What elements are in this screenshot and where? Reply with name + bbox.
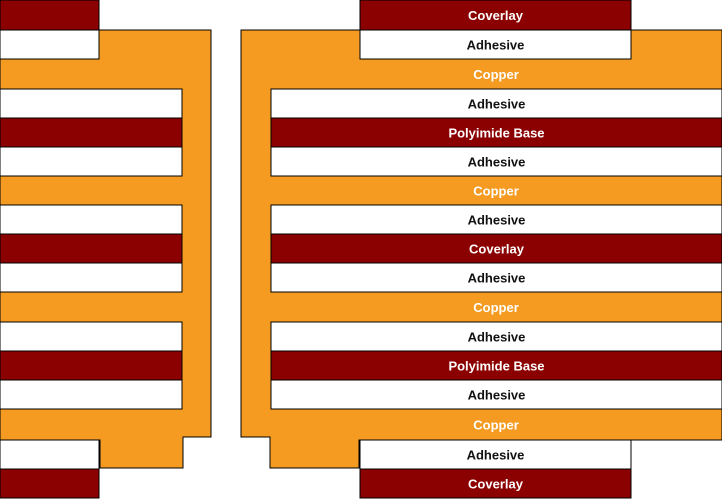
left-layer-column: [0, 0, 183, 499]
label-copper-2: Copper: [473, 67, 519, 82]
label-coverlay-8: Coverlay: [469, 242, 525, 257]
left-polyimide-base-2: [0, 350, 183, 381]
layer-adhesive-13: [270, 379, 722, 410]
left-adhesive-6: [0, 379, 183, 410]
left-adhesive-2: [0, 146, 183, 177]
layer-polyimide-base-4: [270, 117, 722, 148]
label-adhesive-11: Adhesive: [468, 330, 526, 345]
layer-adhesive-15: [359, 439, 632, 470]
left-adhesive-5: [0, 321, 183, 352]
label-adhesive-3: Adhesive: [468, 97, 526, 112]
label-polyimide-base-4: Polyimide Base: [448, 126, 544, 141]
layer-adhesive-7: [270, 204, 722, 235]
left-adhesive-4: [0, 262, 183, 293]
left-adhesive-3: [0, 204, 183, 235]
label-polyimide-base-12: Polyimide Base: [448, 359, 544, 374]
layer-coverlay-16: [359, 468, 632, 499]
label-coverlay-16: Coverlay: [468, 477, 524, 492]
layer-adhesive-3: [270, 88, 722, 119]
label-copper-6: Copper: [473, 184, 519, 199]
layer-adhesive-1: [359, 29, 632, 60]
left-coverlay-top: [0, 0, 100, 31]
layer-polyimide-base-12: [270, 350, 722, 381]
left-polyimide-base-1: [0, 117, 183, 148]
label-copper-10: Copper: [473, 300, 519, 315]
label-adhesive-9: Adhesive: [468, 271, 526, 286]
right-layer-column: CoverlayAdhesiveCopperAdhesivePolyimide …: [270, 0, 722, 499]
layer-coverlay-0: [359, 0, 632, 31]
label-adhesive-5: Adhesive: [468, 155, 526, 170]
left-coverlay-bottom: [0, 468, 100, 499]
label-copper-14: Copper: [473, 418, 519, 433]
label-adhesive-7: Adhesive: [468, 213, 526, 228]
left-coverlay-mid: [0, 233, 183, 264]
label-adhesive-15: Adhesive: [467, 448, 525, 463]
layer-coverlay-8: [270, 233, 722, 264]
label-coverlay-0: Coverlay: [468, 8, 524, 23]
left-adhesive-1: [0, 88, 183, 119]
left-adhesive-top: [0, 29, 100, 60]
layer-adhesive-11: [270, 321, 722, 352]
left-adhesive-bottom: [0, 439, 100, 470]
layer-adhesive-5: [270, 146, 722, 177]
label-adhesive-1: Adhesive: [467, 38, 525, 53]
label-adhesive-13: Adhesive: [468, 388, 526, 403]
layer-adhesive-9: [270, 262, 722, 293]
